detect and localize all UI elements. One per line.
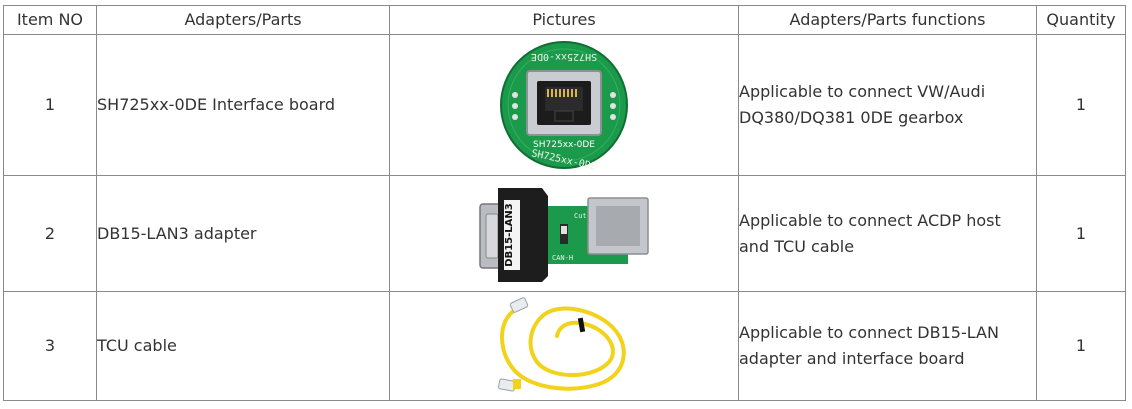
- yellow-cable-icon: [498, 297, 626, 392]
- function-line: and TCU cable: [739, 236, 855, 256]
- table-row: 2 DB15-LAN3 adapter DB15-LAN3 Cut: [3, 175, 1126, 292]
- parts-table: Item NO Adapters/Parts Pictures Adapters…: [3, 5, 1126, 401]
- table-row: 3 TCU cable Applicable to connect DB15-L…: [3, 291, 1126, 401]
- switch-label-bottom: CAN-H: [552, 254, 573, 262]
- item-number: 3: [3, 291, 97, 401]
- table-header-row: Item NO Adapters/Parts Pictures Adapters…: [3, 5, 1126, 35]
- part-name: TCU cable: [96, 291, 390, 401]
- function-line: adapter and interface board: [739, 349, 965, 368]
- board-text-mid: SH725xx-0DE: [533, 140, 595, 150]
- part-function: Applicable to connect DB15-LAN adapter a…: [738, 291, 1037, 401]
- function-line: DQ380/DQ381 0DE gearbox: [739, 108, 964, 127]
- header-functions: Adapters/Parts functions: [738, 5, 1037, 35]
- part-picture: [389, 291, 739, 401]
- table-row: 1 SH725xx-0DE Interface board: [3, 34, 1126, 176]
- interface-board-icon: SH725xx-0DE SH725xx-0DE SH725xx-0DE: [500, 41, 628, 170]
- quantity: 1: [1036, 34, 1126, 176]
- quantity: 1: [1036, 175, 1126, 292]
- part-name: DB15-LAN3 adapter: [96, 175, 390, 292]
- part-picture: SH725xx-0DE SH725xx-0DE SH725xx-0DE: [389, 34, 739, 176]
- header-item-no: Item NO: [3, 5, 97, 35]
- function-line: Applicable to connect DB15-LAN: [739, 323, 999, 342]
- adapter-label-text: DB15-LAN3: [504, 203, 515, 266]
- part-function: Applicable to connect VW/Audi DQ380/DQ38…: [738, 34, 1037, 176]
- function-line: Applicable to connect ACDP host: [739, 210, 1001, 230]
- item-number: 1: [3, 34, 97, 176]
- part-name: SH725xx-0DE Interface board: [96, 34, 390, 176]
- header-pictures: Pictures: [389, 5, 739, 35]
- header-quantity: Quantity: [1036, 5, 1126, 35]
- item-number: 2: [3, 175, 97, 292]
- board-text-top: SH725xx-0DE: [531, 51, 597, 62]
- part-function: Applicable to connect ACDP host and TCU …: [738, 175, 1037, 292]
- part-picture: DB15-LAN3 Cut CAN-H: [389, 175, 739, 292]
- quantity: 1: [1036, 291, 1126, 401]
- switch-label-top: Cut: [574, 212, 587, 220]
- db15-adapter-icon: DB15-LAN3 Cut CAN-H: [479, 187, 649, 282]
- header-adapters-parts: Adapters/Parts: [96, 5, 390, 35]
- function-line: Applicable to connect VW/Audi: [739, 82, 986, 101]
